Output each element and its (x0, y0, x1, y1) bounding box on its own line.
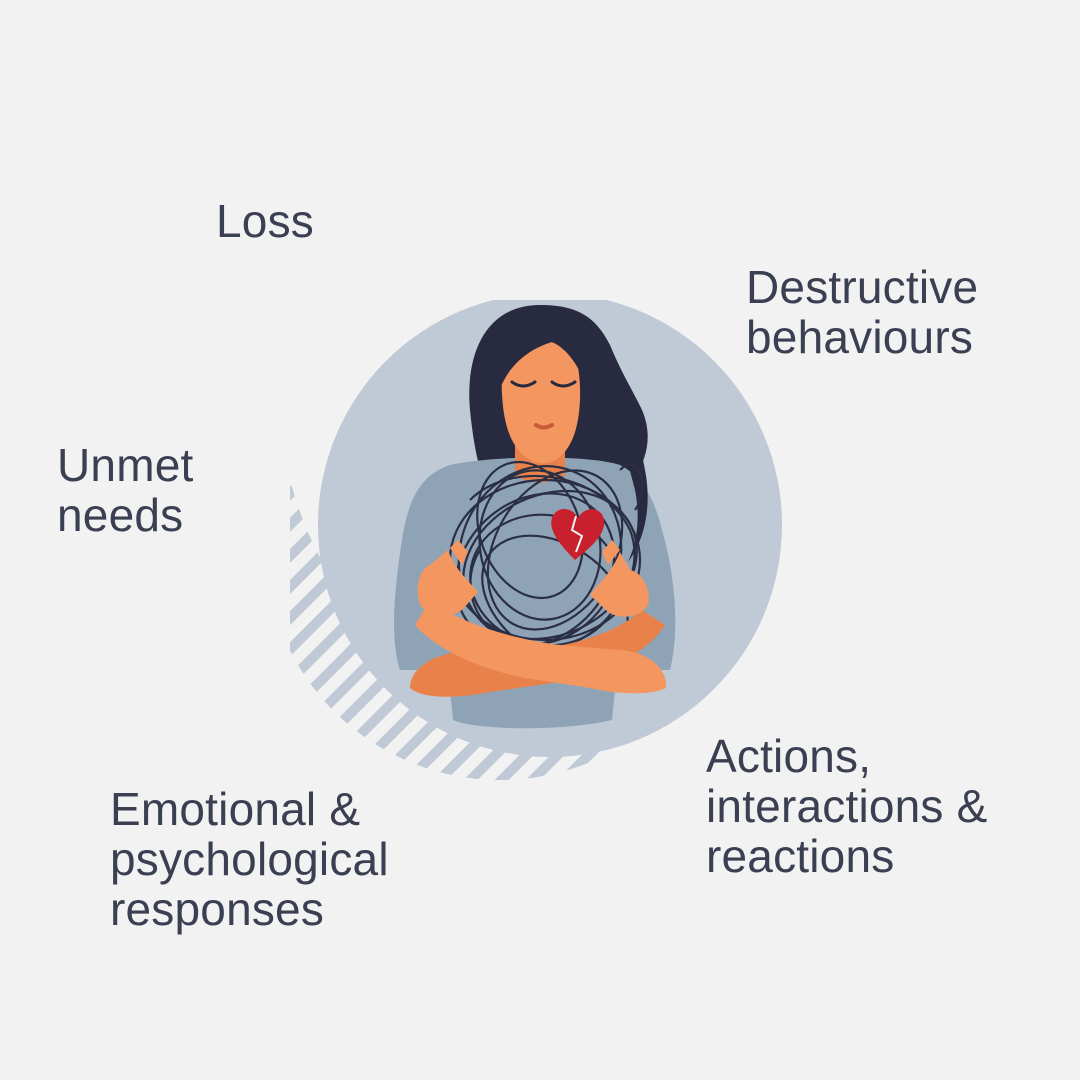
left-hand (417, 550, 478, 616)
label-loss: Loss (216, 196, 314, 246)
label-actions-line-2: interactions & (706, 780, 988, 832)
label-destructive-behaviours: Destructive behaviours (746, 262, 978, 362)
label-unmet-line-2: needs (57, 489, 184, 541)
label-unmet-needs: Unmet needs (57, 440, 193, 540)
woman-hugging-tangled-heart-icon (290, 300, 782, 780)
label-actions-line-3: reactions (706, 830, 895, 882)
arm-left (415, 600, 667, 694)
face (501, 340, 581, 464)
label-emotional-line-3: responses (110, 883, 325, 935)
label-emotional-line-1: Emotional & (110, 783, 361, 835)
right-hand (590, 552, 649, 617)
label-actions-interactions-reactions: Actions, interactions & reactions (706, 731, 988, 881)
label-loss-line: Loss (216, 195, 314, 247)
label-destructive-line-1: Destructive (746, 261, 979, 313)
label-actions-line-1: Actions, (706, 730, 872, 782)
label-emotional-line-2: psychological (110, 833, 389, 885)
label-destructive-line-2: behaviours (746, 311, 974, 363)
label-emotional-psychological-responses: Emotional & psychological responses (110, 784, 389, 934)
label-unmet-line-1: Unmet (57, 439, 194, 491)
